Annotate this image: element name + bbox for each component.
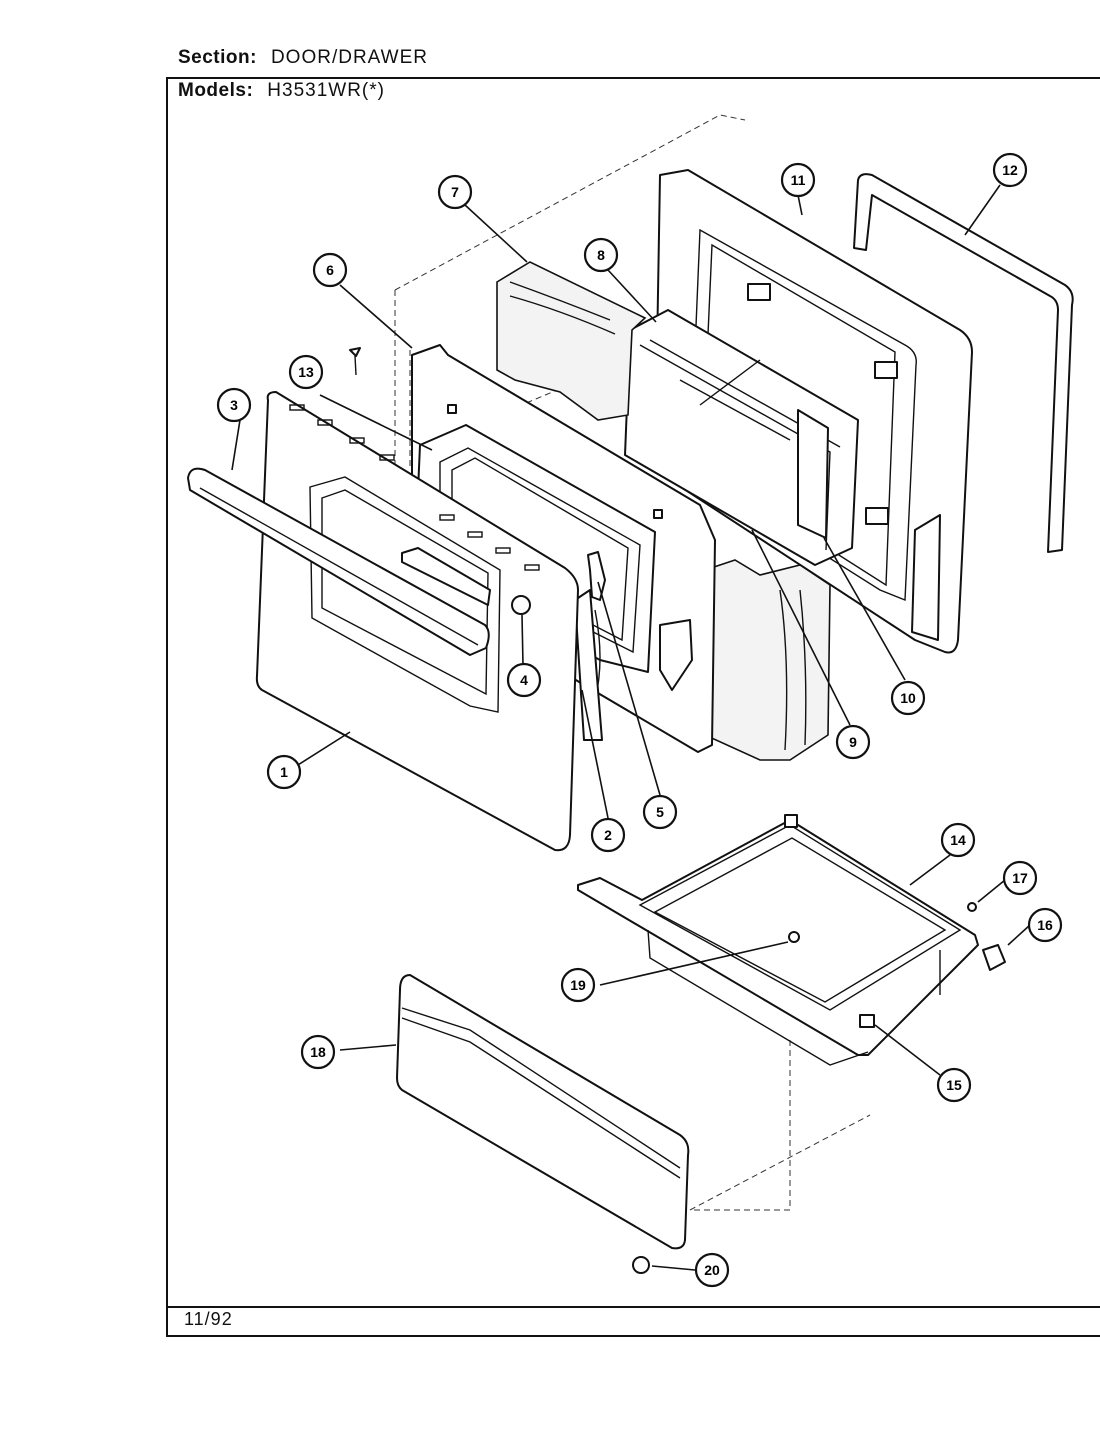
callout-18: 18 [300,1034,336,1070]
part-9-insulation [704,559,831,761]
part-16-bumper [982,944,1006,971]
callout-9: 9 [835,724,871,760]
part-19-screw [788,931,800,943]
section-value: DOOR/DRAWER [270,47,428,68]
part-14-drawer-body [577,814,979,1066]
part-2-door-frame-edge [574,589,603,741]
callout-label: 11 [791,172,806,188]
models-line: Models: H3531WR(*) [178,80,385,102]
part-3-door-handle [187,467,490,656]
callout-label: 12 [1002,162,1018,178]
callout-label: 1 [280,764,288,780]
callout-11: 11 [780,162,816,198]
callout-17: 17 [1002,860,1038,896]
callout-14: 14 [940,822,976,858]
callout-label: 18 [310,1044,326,1060]
callout-3: 3 [216,387,252,423]
section-line: Section: DOOR/DRAWER [178,47,428,69]
callout-label: 8 [597,247,605,263]
callout-label: 5 [656,804,664,820]
callout-2: 2 [590,817,626,853]
part-20-foot [632,1256,650,1274]
callout-8: 8 [583,237,619,273]
part-10-window-pack [624,309,859,566]
callout-16: 16 [1027,907,1063,943]
part-18-drawer-front [396,974,690,1250]
callout-7: 7 [437,174,473,210]
callout-12: 12 [992,152,1028,188]
callout-label: 16 [1037,917,1053,933]
callout-label: 15 [946,1077,962,1093]
callout-label: 7 [451,184,459,200]
part-15-clip [859,1014,875,1028]
callout-5: 5 [642,794,678,830]
callout-label: 2 [604,827,612,843]
callout-label: 10 [900,690,916,706]
models-value: H3531WR(*) [267,80,385,101]
part-12-door-gasket [853,173,1074,553]
callout-label: 9 [849,734,857,750]
callout-label: 6 [326,262,334,278]
screw-top [349,347,361,376]
callout-1: 1 [266,754,302,790]
section-label: Section: [178,47,257,68]
part-4-bumper [511,595,531,615]
callout-20: 20 [694,1252,730,1288]
callout-label: 3 [230,397,238,413]
callout-label: 17 [1012,870,1028,886]
footer-rule [166,1306,1100,1308]
callout-4: 4 [506,662,542,698]
part-7-insulation [496,261,647,421]
callout-label: 14 [950,832,966,848]
part-17-screw [967,902,977,912]
callout-label: 4 [520,672,528,688]
footer-date: 11/92 [184,1309,233,1329]
diagram-frame [166,77,1100,1337]
callout-15: 15 [936,1067,972,1103]
callout-13: 13 [288,354,324,390]
callout-10: 10 [890,680,926,716]
callout-label: 19 [570,977,586,993]
callout-6: 6 [312,252,348,288]
callout-label: 20 [704,1262,720,1278]
models-label: Models: [178,80,254,101]
callout-label: 13 [298,364,314,380]
leader-lines [231,184,1031,1271]
callout-19: 19 [560,967,596,1003]
